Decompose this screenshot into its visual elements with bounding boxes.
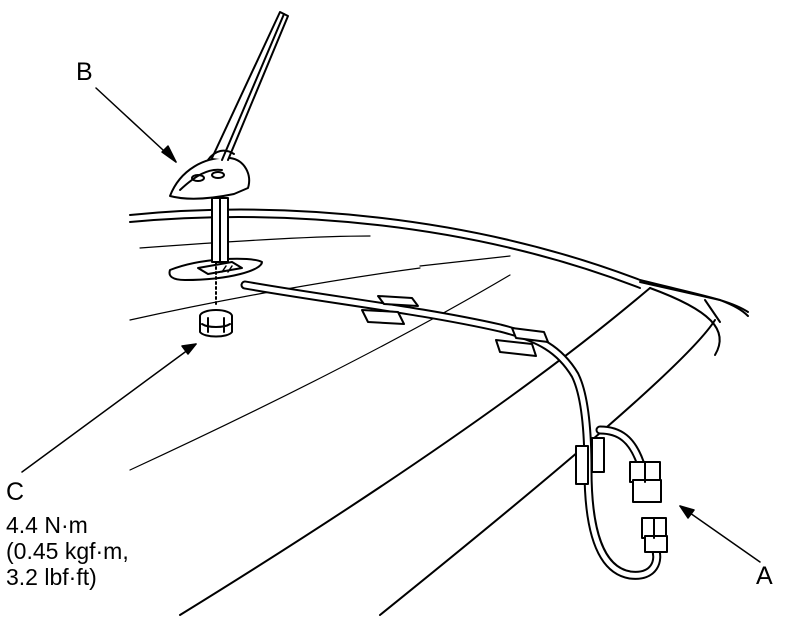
cable-clip-3 <box>575 437 605 485</box>
callout-label-a: A <box>756 562 773 590</box>
callout-label-c: C <box>6 478 25 506</box>
connector-upper <box>629 461 662 503</box>
antenna-cable <box>240 280 662 580</box>
mounting-nut <box>199 261 233 338</box>
antenna-assembly <box>169 11 289 263</box>
torque-spec-nm: 4.4 N·m <box>6 512 88 538</box>
callout-label-b: B <box>76 58 93 86</box>
torque-spec-lbfft: 3.2 lbf·ft) <box>6 564 97 590</box>
cable-clip-2 <box>495 327 549 357</box>
leader-lines <box>21 87 761 563</box>
connector-lower <box>641 517 668 553</box>
torque-spec-kgfm: (0.45 kgf·m, <box>6 538 129 564</box>
cable-clip-1 <box>361 295 419 325</box>
